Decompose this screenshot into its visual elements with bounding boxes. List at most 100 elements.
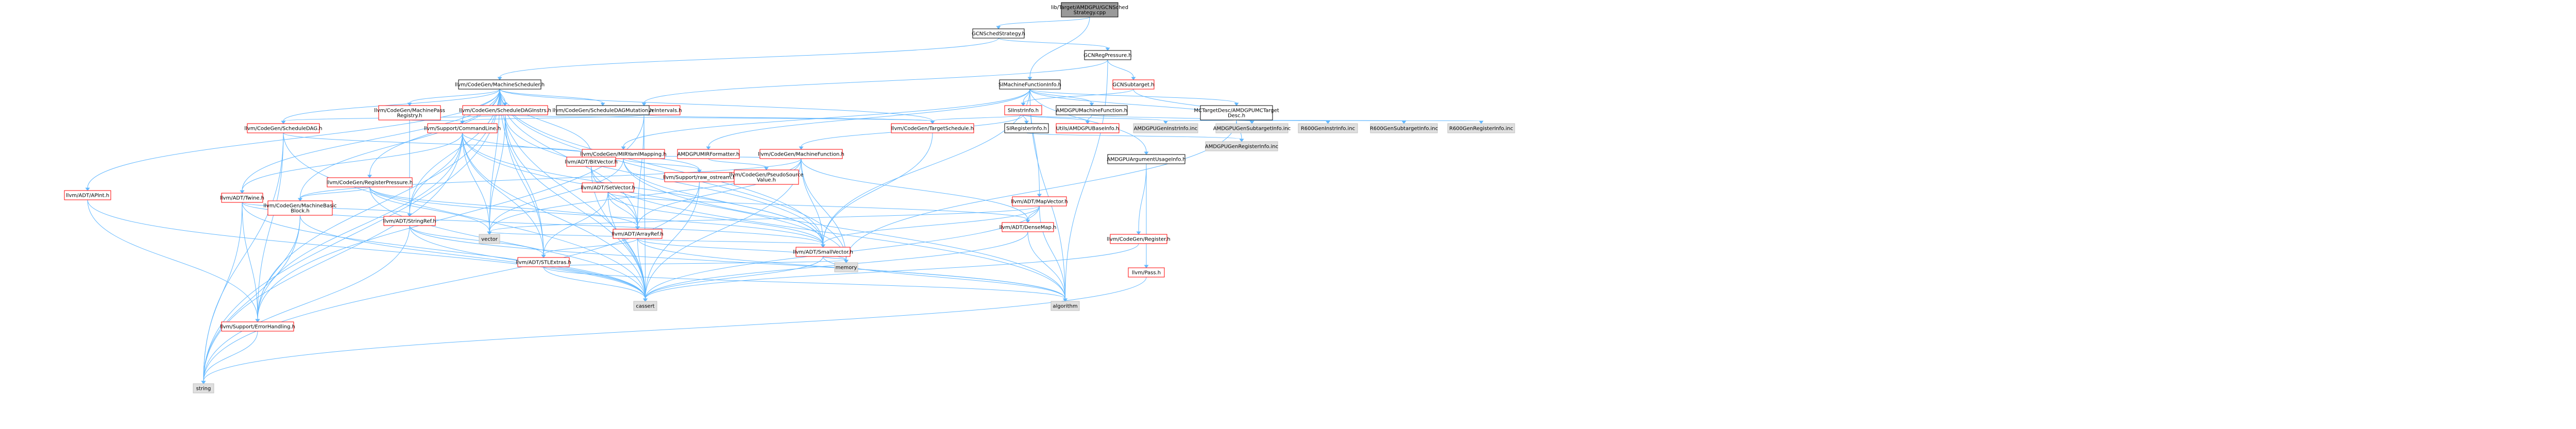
node-stlextras-h[interactable]: llvm/ADT/STLExtras.h — [516, 257, 571, 267]
node-box — [64, 190, 111, 200]
edge-errorhandling_h-to-string — [201, 331, 258, 384]
node-box — [1370, 123, 1438, 133]
node-label: llvm/CodeGen/RegisterPressure.h — [327, 180, 413, 186]
node-smallvector-h[interactable]: llvm/ADT/SmallVector.h — [793, 247, 853, 257]
node-vector[interactable]: vector — [479, 234, 500, 244]
node-amdgpubaseinfo-h[interactable]: Utils/AMDGPUBaseInfo.h — [1056, 123, 1120, 133]
node-apint-h[interactable]: llvm/ADT/APInt.h — [64, 190, 111, 200]
node-raw-ostream-h[interactable]: llvm/Support/raw_ostream.h — [663, 172, 736, 182]
node-box — [1004, 105, 1042, 115]
node-gcnsubtarget-h[interactable]: GCNSubtarget.h — [1112, 79, 1155, 90]
edge-machinebasicblock_h-to-cassert — [300, 215, 648, 302]
node-stringref-h[interactable]: llvm/ADT/StringRef.h — [383, 216, 436, 226]
node-densemap-h[interactable]: llvm/ADT/DenseMap.h — [999, 222, 1057, 232]
node-mirymlmapping-h[interactable]: llvm/CodeGen/MIRYamlMapping.h — [580, 149, 667, 159]
node-label: AMDGPUGenRegisterInfo.inc — [1205, 144, 1278, 150]
node-label: llvm/CodeGen/ScheduleDAGMutation.h — [552, 108, 653, 114]
node-cassert[interactable]: cassert — [633, 301, 657, 311]
edge-registerpressure_h-to-smallvector_h — [369, 186, 825, 248]
edge-gcnschedstrategy_h-to-gcnregpressure_h — [998, 38, 1110, 51]
node-box — [247, 123, 320, 133]
node-amdgpumachinefunction-h[interactable]: AMDGPUMachineFunction.h — [1056, 105, 1128, 115]
node-amdgpugenregisterinfo-inc[interactable]: AMDGPUGenRegisterInfo.inc — [1205, 141, 1278, 151]
node-scheduledag-h[interactable]: llvm/CodeGen/ScheduleDAG.h — [244, 123, 323, 133]
edge-arrayref_h-to-stlextras_h — [541, 238, 638, 258]
node-box — [677, 149, 740, 159]
node-label: algorithm — [1053, 304, 1077, 310]
edge-machinescheduler_h-to-string — [201, 89, 500, 384]
node-r600genregisterinfo-inc[interactable]: R600GenRegisterInfo.inc — [1447, 123, 1515, 133]
node-amdgpuargumentusageinfo-h[interactable]: AMDGPUArgumentUsageInfo.h — [1107, 154, 1186, 164]
edge-mirymlmapping_h-to-raw_ostream_h — [623, 158, 702, 173]
node-box — [1200, 105, 1273, 121]
node-register-h[interactable]: llvm/CodeGen/Register.h — [1107, 234, 1171, 244]
edge-simachinefunctioninfo_h-to-mctargetdesc_h — [1029, 89, 1239, 106]
node-box — [1002, 222, 1054, 232]
edge-twine_h-to-string — [201, 202, 243, 384]
node-box — [427, 123, 498, 133]
node-box — [327, 177, 413, 187]
node-box — [267, 200, 333, 216]
node-pass-h[interactable]: llvm/Pass.h — [1128, 267, 1165, 278]
node-r600geninstrinfo-inc[interactable]: R600GenInstrInfo.inc — [1298, 123, 1358, 133]
edge-commandline_h-to-errorhandling_h — [255, 132, 463, 322]
node-algorithm[interactable]: algorithm — [1050, 301, 1080, 311]
node-label: vector — [481, 237, 498, 243]
node-twine-h[interactable]: llvm/ADT/Twine.h — [220, 193, 264, 203]
node-label: llvm/ADT/MapVector.h — [1011, 199, 1067, 205]
node-machinescheduler-h[interactable]: llvm/CodeGen/MachineScheduler.h — [455, 79, 545, 90]
node-label: llvm/ADT/SetVector.h — [581, 185, 635, 191]
edge-mctargetdesc_h-to-memory — [844, 119, 1237, 263]
node-r600gensubtargetinfo-inc[interactable]: R600GenSubtargetInfo.inc — [1370, 123, 1438, 133]
node-memory[interactable]: memory — [834, 262, 858, 272]
node-amdgpumirformatter-h[interactable]: AMDGPUMIRFormatter.h — [677, 149, 740, 159]
node-label: AMDGPUGenSubtargetInfo.inc — [1213, 126, 1291, 132]
edge-simachinefunctioninfo_h-to-algorithm — [1029, 89, 1067, 302]
node-machinefunction-h[interactable]: llvm/CodeGen/MachineFunction.h — [758, 149, 844, 159]
node-gcnschedstrategy-h[interactable]: GCNSchedStrategy.h — [972, 28, 1025, 39]
node-amdgpugeninstrinfo-inc[interactable]: AMDGPUGenInstrInfo.inc — [1133, 123, 1198, 133]
node-siinstrinfo-h[interactable]: SIInstrInfo.h — [1004, 105, 1042, 115]
node-bitvector-h[interactable]: llvm/ADT/BitVector.h — [565, 157, 618, 167]
node-box — [582, 149, 665, 159]
node-registerpressure-h[interactable]: llvm/CodeGen/RegisterPressure.h — [327, 177, 413, 187]
node-label: Registry.h — [397, 113, 422, 119]
edge-arrayref_h-to-smallvector_h — [637, 238, 825, 248]
node-setvector-h[interactable]: llvm/ADT/SetVector.h — [581, 182, 635, 193]
node-targetschedule-h[interactable]: llvm/CodeGen/TargetSchedule.h — [891, 123, 974, 133]
node-errorhandling-h[interactable]: llvm/Support/ErrorHandling.h — [220, 321, 295, 332]
node-label: SIMachineFunctionInfo.h — [998, 82, 1061, 88]
node-simachinefunctioninfo-h[interactable]: SIMachineFunctionInfo.h — [998, 79, 1061, 90]
node-label: llvm/ADT/ArrayRef.h — [612, 232, 664, 237]
edge-amdgpuargumentusageinfo_h-to-register_h — [1136, 163, 1147, 235]
edge-setvector_h-to-cassert — [607, 192, 648, 302]
node-scheduledaginstrs-h[interactable]: llvm/CodeGen/ScheduleDAGInstrs.h — [459, 105, 551, 115]
node-label: R600GenRegisterInfo.inc — [1449, 126, 1513, 132]
node-label: llvm/CodeGen/Register.h — [1107, 237, 1171, 243]
node-gcnregpressure-h[interactable]: GCNRegPressure.h — [1083, 50, 1132, 60]
node-scheduledagmutation-h[interactable]: llvm/CodeGen/ScheduleDAGMutation.h — [552, 105, 653, 115]
node-amdgpugensubtargetinfo-inc[interactable]: AMDGPUGenSubtargetInfo.inc — [1213, 123, 1291, 133]
node-box — [972, 28, 1025, 39]
edge-machinescheduler_h-to-scheduledagmutation_h — [499, 89, 605, 106]
edge-twine_h-to-errorhandling_h — [242, 202, 260, 322]
node-arrayref-h[interactable]: llvm/ADT/ArrayRef.h — [612, 229, 664, 239]
node-mapvector-h[interactable]: llvm/ADT/MapVector.h — [1011, 196, 1068, 207]
edge-siregisterinfo_h-to-amdgpugenregisterinfo_inc — [1026, 132, 1244, 142]
node-siregisterinfo-h[interactable]: SIRegisterInfo.h — [1004, 123, 1049, 133]
edge-machinebasicblock_h-to-string — [201, 215, 300, 384]
node-commandline-h[interactable]: llvm/Support/CommandLine.h — [424, 123, 501, 133]
node-label: llvm/ADT/BitVector.h — [565, 160, 618, 165]
edge-root-to-gcnschedstrategy_h — [996, 16, 1090, 29]
node-box — [1205, 141, 1278, 151]
edge-stlextras_h-to-cassert — [543, 266, 648, 302]
edge-gcnschedstrategy_h-to-machinescheduler_h — [497, 38, 999, 80]
node-label: cassert — [636, 304, 654, 310]
edge-commandline_h-to-string — [201, 132, 463, 384]
node-string[interactable]: string — [193, 383, 214, 393]
node-label: R600GenInstrInfo.inc — [1301, 126, 1355, 132]
